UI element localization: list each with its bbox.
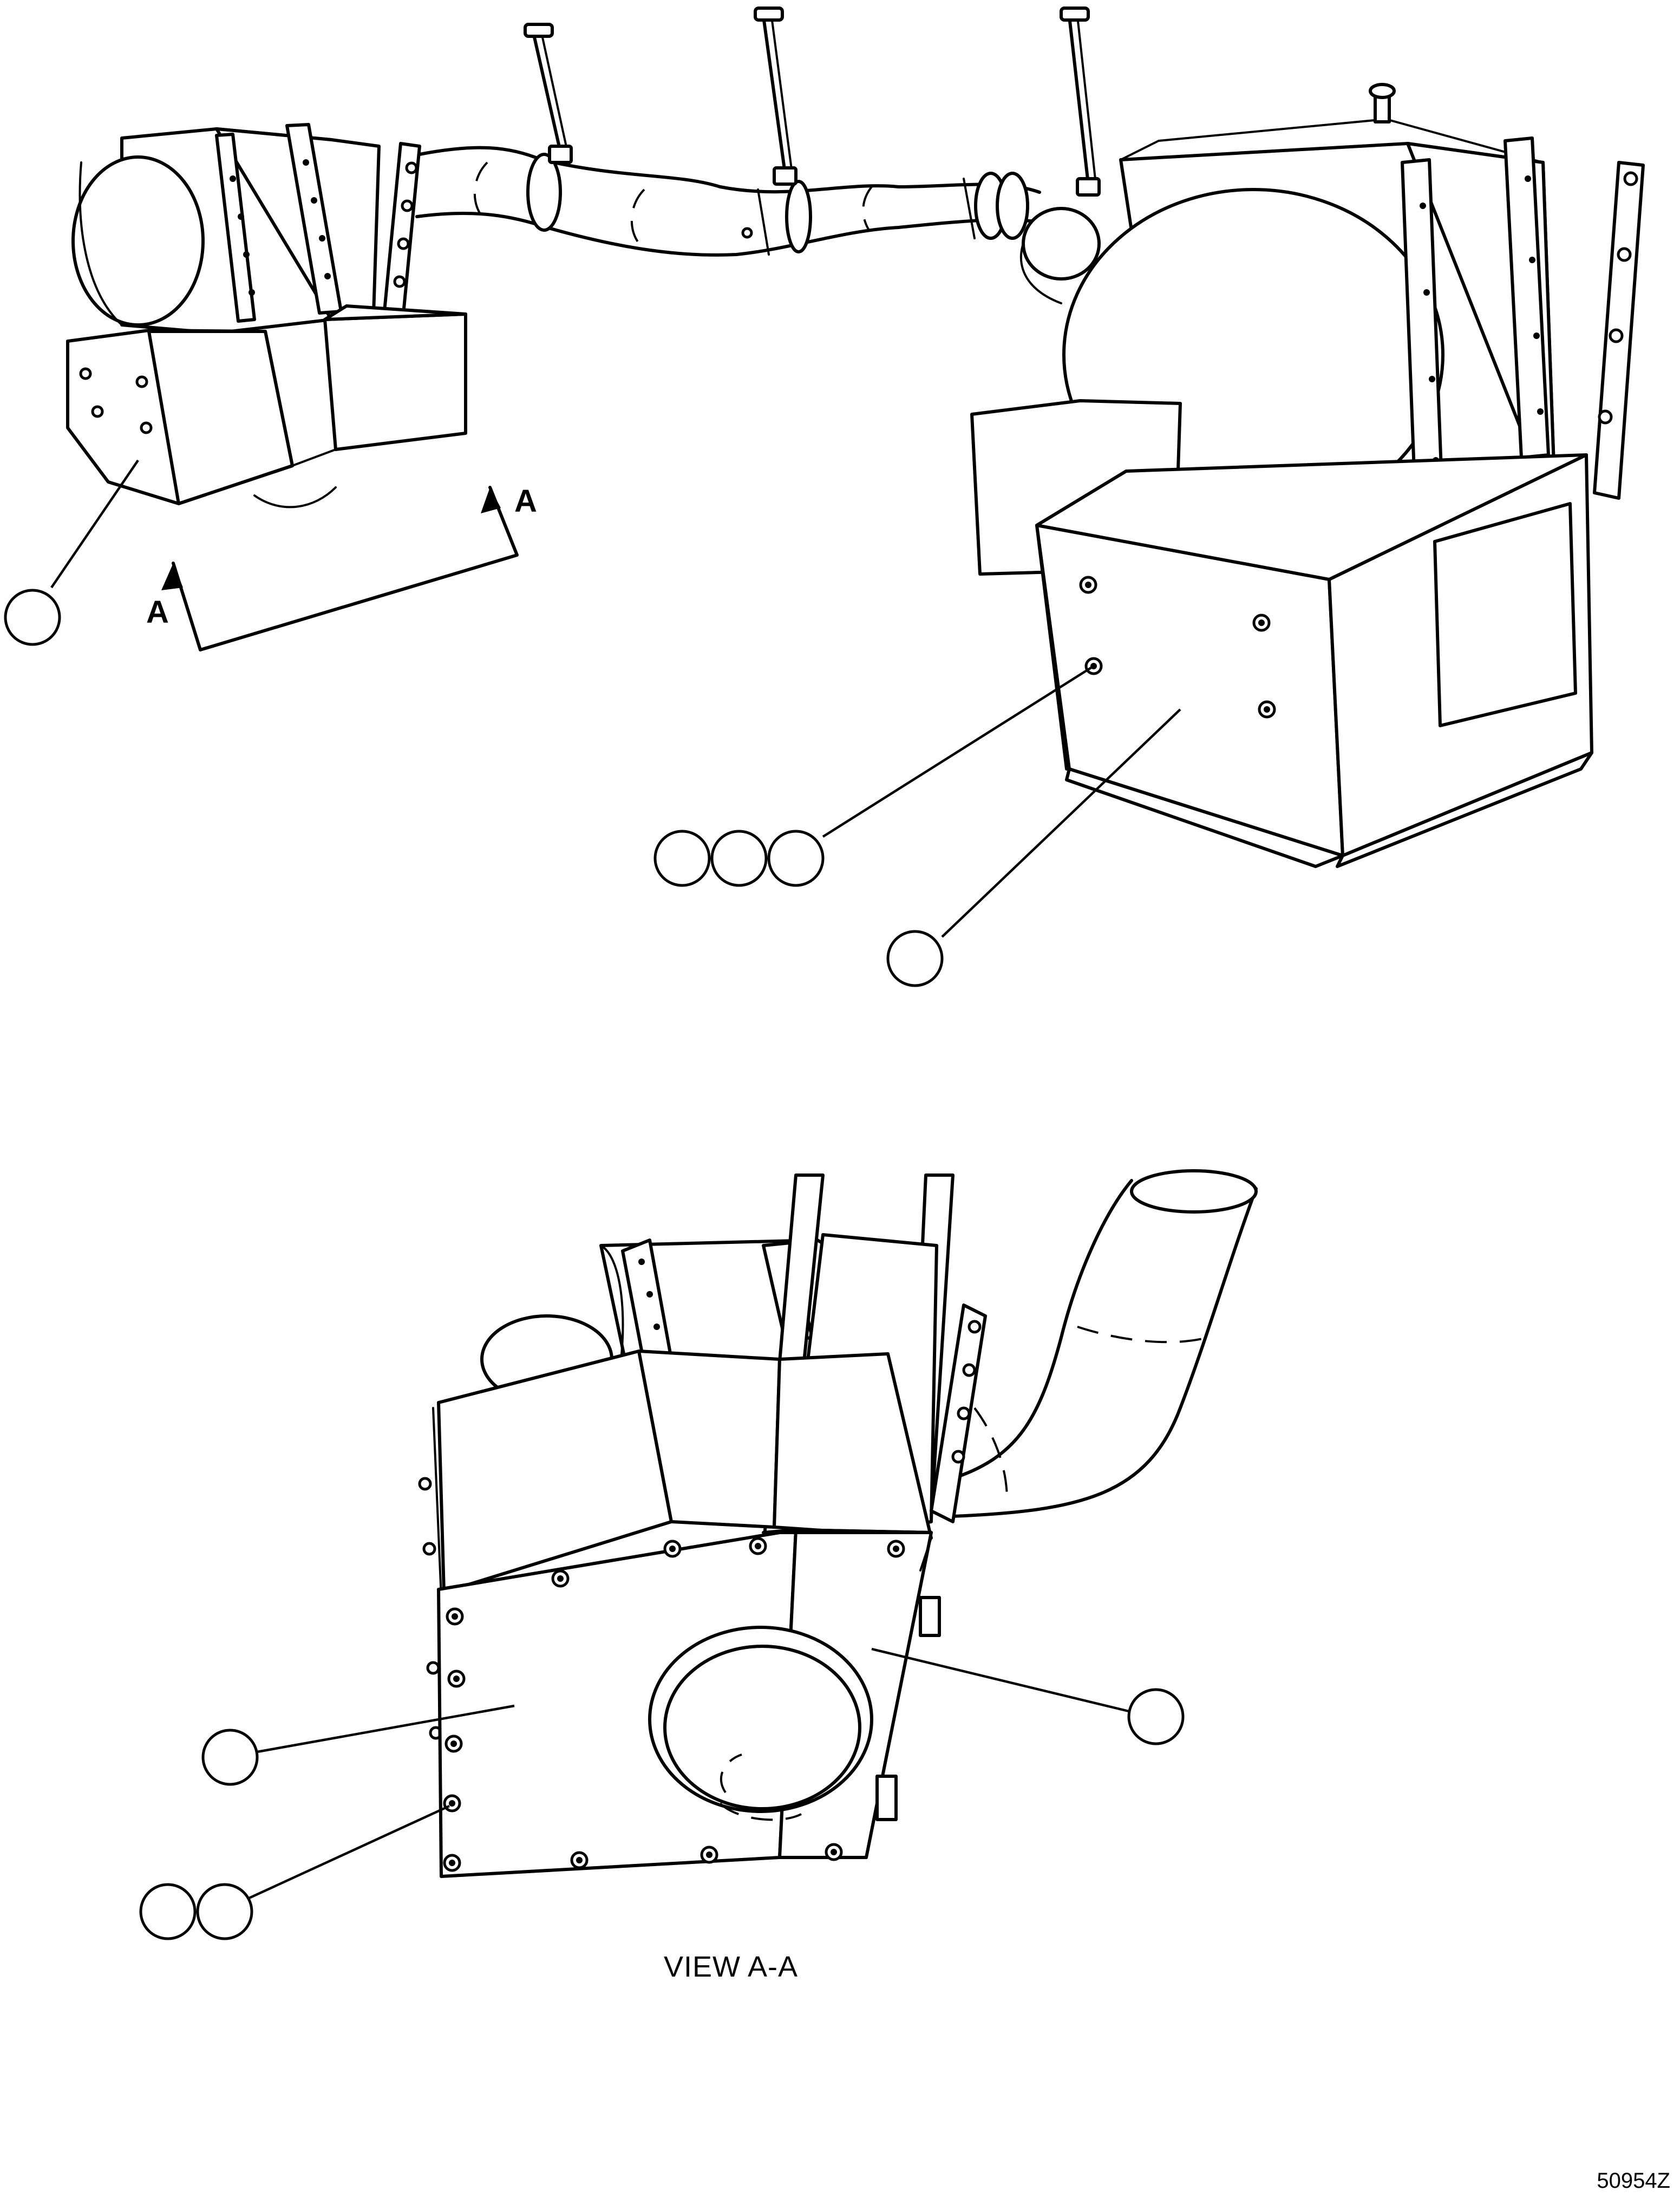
view-upper-panels [418, 1350, 933, 1740]
hanger-rods [524, 6, 1101, 197]
callouts-top [4, 459, 1181, 987]
view-front-box [437, 1528, 941, 1878]
intake-pipe [415, 146, 1041, 257]
callout-bubble [201, 1729, 259, 1786]
view-pipe-elbow [930, 1169, 1258, 1518]
view-caption: VIEW A-A [664, 1951, 798, 1983]
section-arrow-right-icon [481, 487, 501, 513]
section-cut-line: A A [146, 484, 537, 651]
view-a-a: VIEW A-A [139, 1169, 1258, 1983]
callouts-view [139, 1647, 1185, 1940]
left-air-cleaner [66, 123, 467, 508]
callout-bubble [1127, 1688, 1185, 1745]
callout-bubble [4, 589, 61, 646]
figure-code: 50954Z [1597, 2169, 1670, 2193]
callout-bubble [653, 830, 711, 887]
right-air-cleaner [970, 83, 1645, 868]
top-assembly: A A [4, 6, 1645, 987]
callout-bubble [710, 830, 768, 887]
callout-bubble [767, 830, 825, 887]
section-marker-right: A [514, 484, 537, 519]
section-marker-left: A [146, 595, 169, 630]
callout-bubble [886, 930, 944, 987]
section-arrow-left-icon [161, 563, 183, 590]
callout-bubble [139, 1883, 197, 1940]
callout-bubble [196, 1883, 253, 1940]
